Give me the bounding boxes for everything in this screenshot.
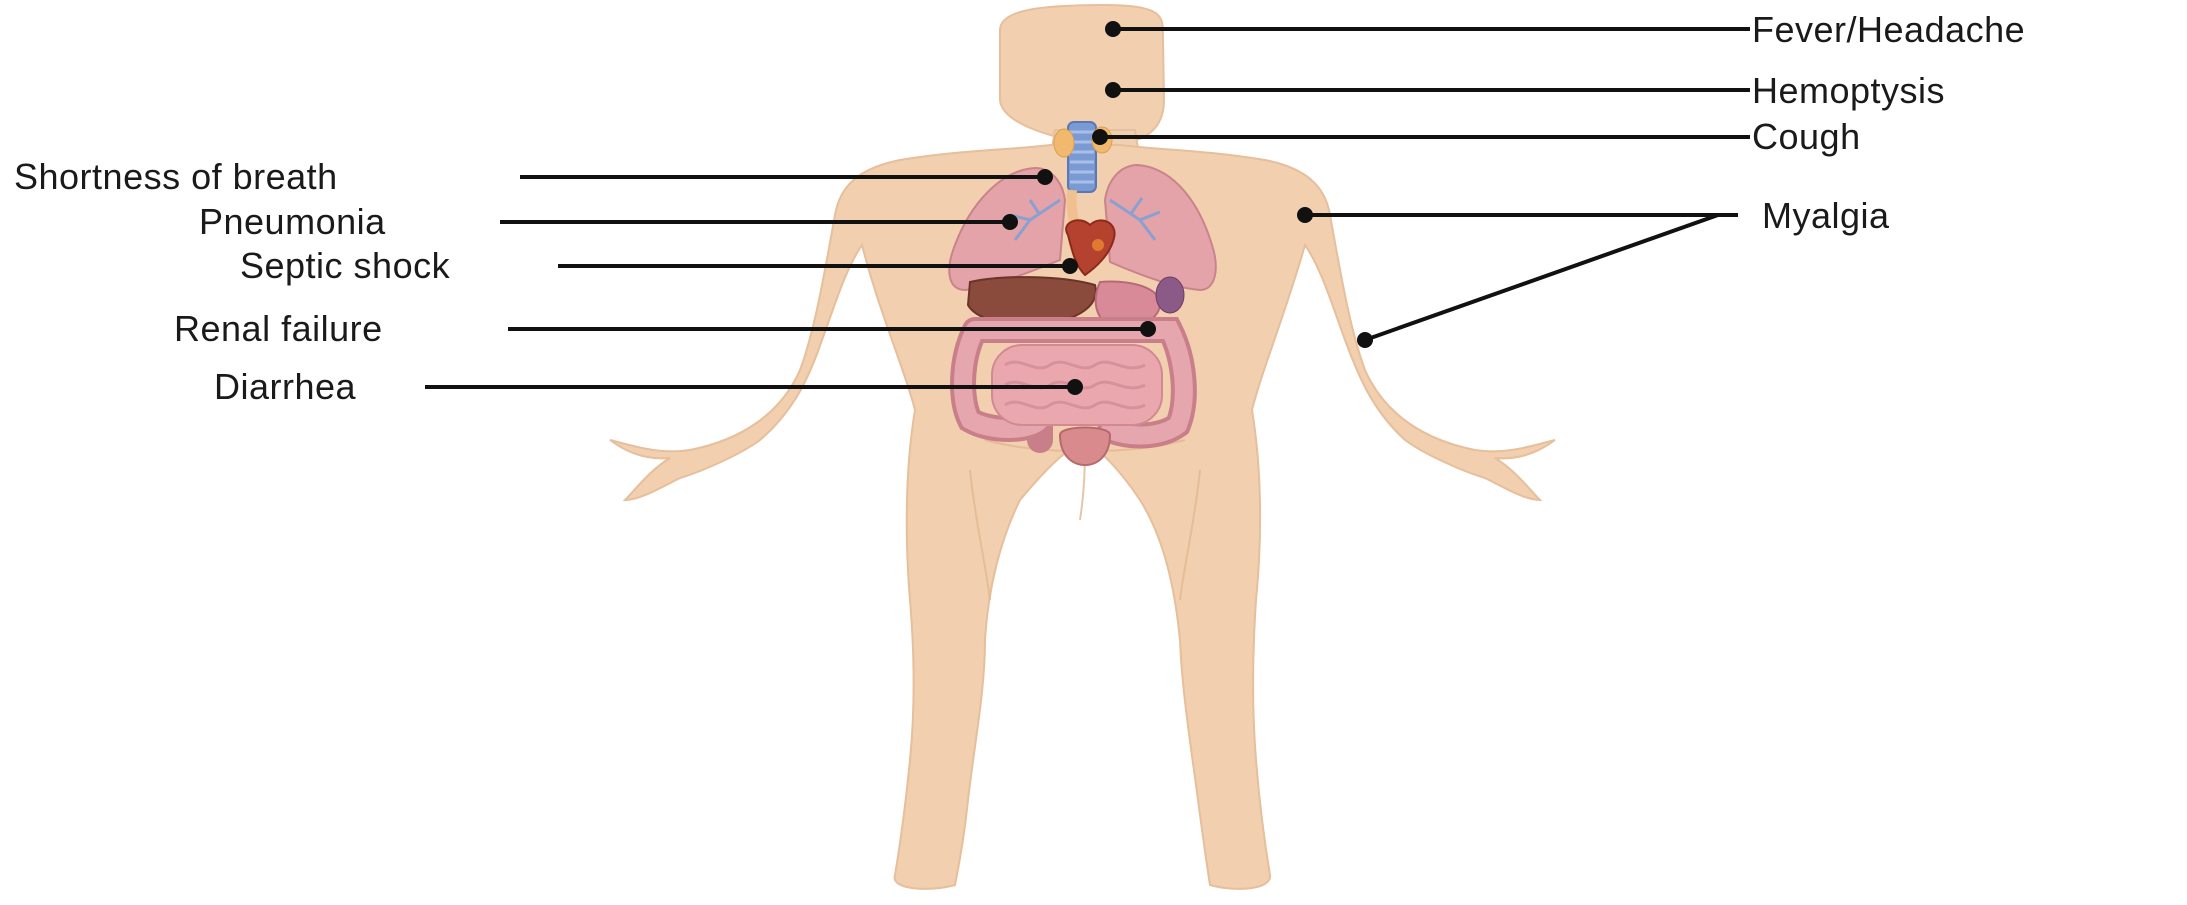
label-septic-shock: Septic shock: [240, 248, 450, 284]
label-myalgia: Myalgia: [1762, 198, 1890, 234]
label-shortness-of-breath: Shortness of breath: [14, 159, 338, 195]
leader-myalgia-lower: [1365, 215, 1718, 340]
label-renal-failure: Renal failure: [174, 311, 383, 347]
bladder: [1060, 428, 1110, 466]
label-hemoptysis: Hemoptysis: [1752, 73, 1945, 109]
label-cough: Cough: [1752, 119, 1861, 155]
label-fever-headache: Fever/Headache: [1752, 12, 2025, 48]
label-pneumonia: Pneumonia: [199, 204, 386, 240]
label-diarrhea: Diarrhea: [214, 369, 356, 405]
